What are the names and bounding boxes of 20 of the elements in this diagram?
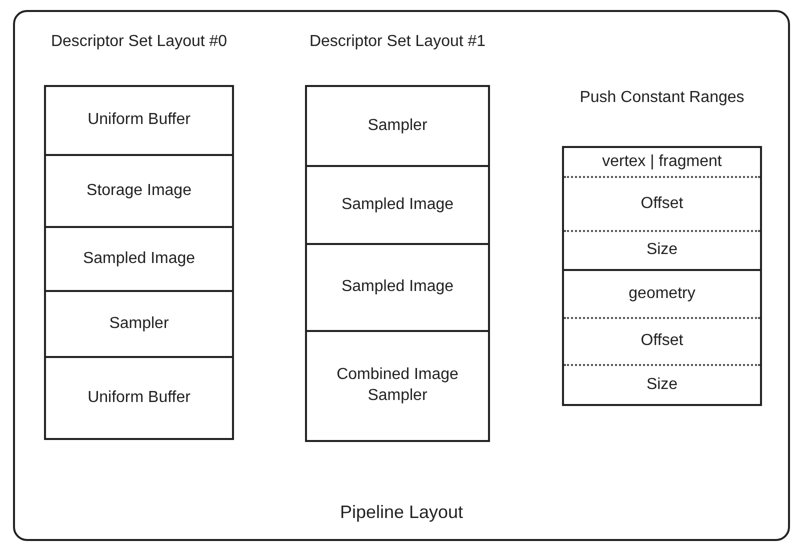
row-label: vertex | fragment: [602, 152, 722, 172]
row-label: Storage Image: [86, 180, 192, 201]
pipeline-layout-frame: [13, 10, 790, 541]
row-label: Size: [646, 240, 678, 260]
row-label: Sampled Image: [341, 277, 454, 298]
row-label: Sampler: [109, 314, 169, 334]
column-heading: Push Constant Ranges: [578, 88, 746, 108]
row-label: Size: [646, 374, 678, 395]
column-heading: Descriptor Set Layout #1: [308, 32, 487, 52]
frame-title: Pipeline Layout: [338, 502, 464, 523]
row-label: Sampler: [368, 116, 428, 136]
row-label: Uniform Buffer: [88, 110, 190, 130]
row-label: geometry: [628, 284, 696, 304]
row-label: Combined Image Sampler: [336, 365, 460, 406]
row-label: Sampled Image: [82, 248, 196, 269]
row-label: Offset: [640, 331, 684, 352]
column-heading: Descriptor Set Layout #0: [50, 32, 228, 52]
row-label: Uniform Buffer: [88, 388, 190, 408]
row-label: Offset: [640, 194, 684, 214]
row-label: Sampled Image: [341, 194, 454, 215]
